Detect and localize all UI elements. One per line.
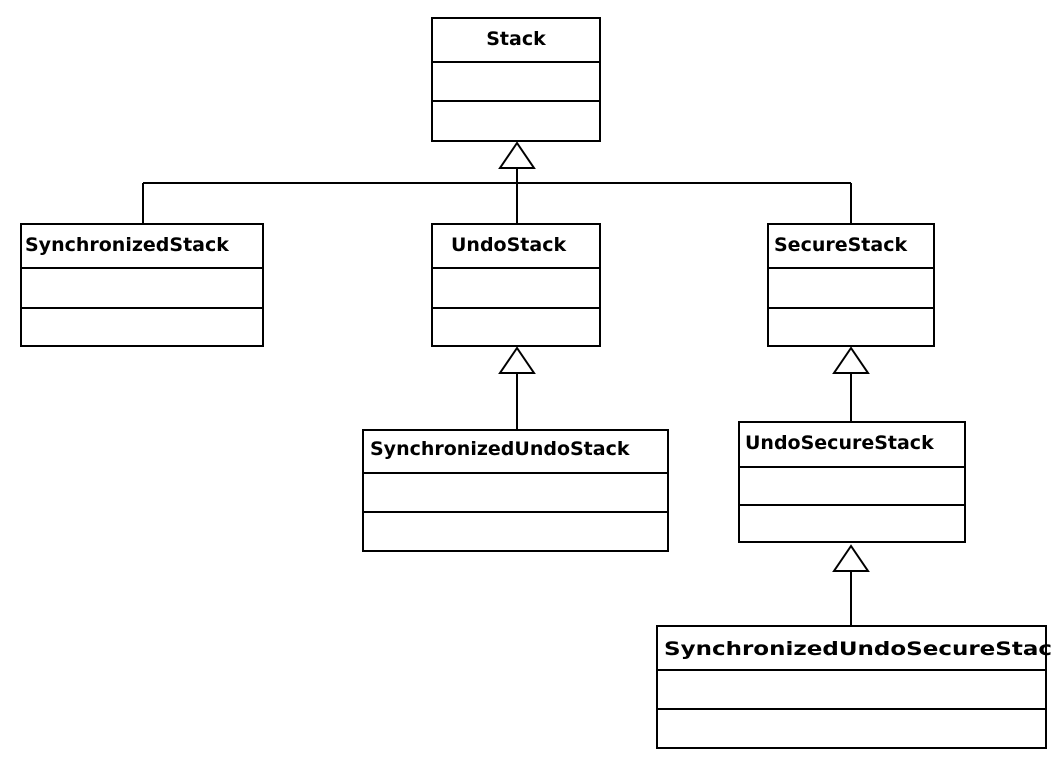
class-name-synchronized-undo-stack: SynchronizedUndoStack [370, 438, 630, 460]
generalization-arrow-stack [498, 141, 536, 169]
generalization-arrow-secure-stack [832, 346, 870, 374]
class-name-synchronized-stack: SynchronizedStack [25, 234, 229, 256]
class-secure-stack[interactable]: SecureStack [767, 223, 935, 347]
class-name-undo-secure-stack: UndoSecureStack [745, 432, 934, 454]
class-name-secure-stack: SecureStack [774, 234, 907, 256]
class-synchronized-undo-stack[interactable]: SynchronizedUndoStack [362, 429, 669, 552]
class-synchronized-undo-secure-stack[interactable]: SynchronizedUndoSecureStac [656, 625, 1052, 749]
class-undo-secure-stack[interactable]: UndoSecureStack [738, 421, 966, 543]
class-synchronized-stack[interactable]: SynchronizedStack [20, 223, 264, 347]
class-name-synchronized-undo-secure-stack: SynchronizedUndoSecureStac [664, 638, 1052, 660]
class-name-stack: Stack [486, 28, 546, 50]
class-undo-stack[interactable]: UndoStack [431, 223, 601, 347]
inheritance-edges [142, 141, 870, 626]
generalization-arrow-undo-secure-stack [832, 544, 870, 572]
generalization-arrow-undo-stack [498, 346, 536, 374]
class-name-undo-stack: UndoStack [451, 234, 566, 256]
class-stack[interactable]: Stack [431, 17, 601, 142]
